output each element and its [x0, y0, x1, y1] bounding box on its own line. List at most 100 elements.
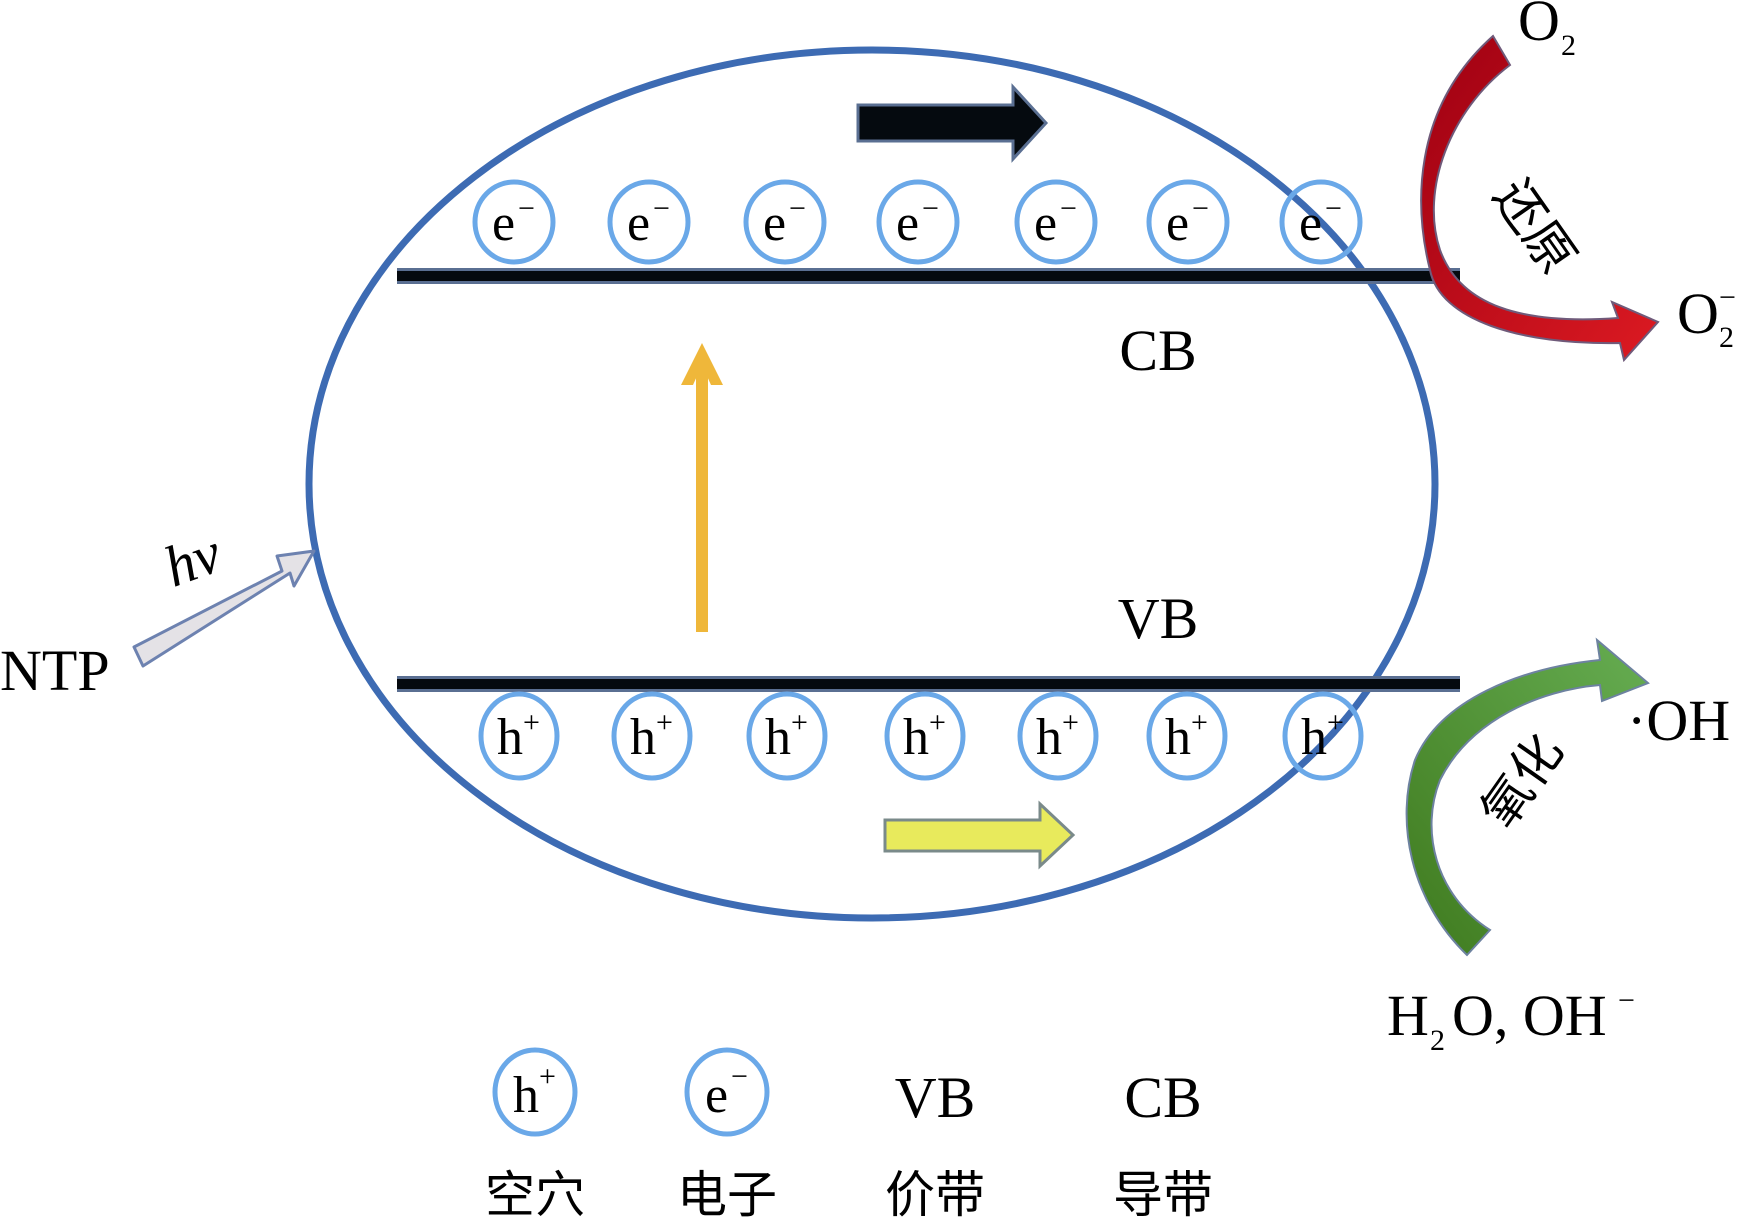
electron-charge: − [789, 192, 806, 225]
hole-charge: + [523, 706, 540, 739]
hole-symbol: h [765, 709, 791, 766]
legend-item: VB 价带 [885, 1065, 985, 1223]
hole-symbol: h [1165, 709, 1191, 766]
hole-flow-arrow [883, 800, 1076, 870]
legend-symbol-charge: + [539, 1060, 556, 1093]
legend: h+空穴 e− 电子 VB 价带 CB 导带 [485, 1047, 1213, 1223]
photon-label: hv [156, 520, 230, 600]
excitation-arrow [681, 343, 723, 632]
electron-row: e−e−e−e−e−e−e− [472, 179, 1363, 265]
svg-text:−: − [1719, 281, 1736, 314]
electron-symbol: e [1034, 195, 1057, 252]
hole: h+ [746, 691, 828, 781]
hole: h+ [1017, 691, 1099, 781]
oxidation-arrow [1405, 637, 1650, 957]
electron-symbol: e [763, 195, 786, 252]
hole: h+ [1146, 691, 1228, 781]
legend-symbol: VB [895, 1065, 976, 1130]
electron-symbol: e [627, 195, 650, 252]
electron: e− [743, 179, 827, 265]
hole-symbol: h [1036, 709, 1062, 766]
hole-symbol: h [497, 709, 523, 766]
source-label: NTP [0, 638, 110, 703]
electron: e− [1279, 179, 1363, 265]
hole: h+ [478, 691, 560, 781]
electron-circle [1279, 179, 1363, 265]
reduction-reactant: O 2 [1518, 0, 1576, 62]
legend-symbol-charge: − [731, 1060, 748, 1093]
electron-circle [472, 179, 556, 265]
hole-charge: + [1191, 706, 1208, 739]
hole-symbol: h [630, 709, 656, 766]
hole-symbol: h [1301, 709, 1327, 766]
hole-charge: + [1327, 706, 1344, 739]
hole-circle [611, 691, 693, 781]
hole-circle [884, 691, 966, 781]
hole: h+ [611, 691, 693, 781]
reduction-arrow [1420, 34, 1660, 363]
hole-charge: + [929, 706, 946, 739]
electron-circle [876, 179, 960, 265]
particle-boundary [305, 46, 1439, 922]
legend-symbol: h [513, 1067, 539, 1124]
legend-symbol-circle [492, 1047, 578, 1137]
electron-symbol: e [1299, 195, 1322, 252]
electron-charge: − [518, 192, 535, 225]
photon-arrow [132, 549, 316, 668]
legend-item: CB 导带 [1113, 1065, 1213, 1223]
svg-text:O: O [1518, 0, 1560, 53]
legend-symbol: e [705, 1067, 728, 1124]
hole-charge: + [1062, 706, 1079, 739]
hole: h+ [884, 691, 966, 781]
valence-band-line [397, 676, 1460, 692]
electron-charge: − [653, 192, 670, 225]
hole-circle [1282, 691, 1364, 781]
hole-circle [1017, 691, 1099, 781]
reduction-label: 还原 [1482, 169, 1587, 284]
electron-circle [1146, 179, 1230, 265]
electron-symbol: e [896, 195, 919, 252]
electron-symbol: e [1166, 195, 1189, 252]
legend-item: h+空穴 [485, 1047, 585, 1223]
electron: e− [876, 179, 960, 265]
hole-symbol: h [903, 709, 929, 766]
legend-item: e− 电子 [677, 1047, 777, 1223]
electron-charge: − [1325, 192, 1342, 225]
conduction-band-line [397, 268, 1460, 284]
legend-meaning: 电子 [677, 1166, 777, 1223]
reduction-product: O 2 − [1677, 281, 1736, 354]
hole-row: h+h+h+h+h+h+h+ [478, 691, 1364, 781]
oxidation-reactant: H 2 O, OH − [1387, 983, 1635, 1057]
hole-charge: + [791, 706, 808, 739]
conduction-band-label: CB [1119, 318, 1196, 383]
hole-circle [746, 691, 828, 781]
electron-charge: − [1192, 192, 1209, 225]
hole-circle [1146, 691, 1228, 781]
electron-symbol: e [492, 195, 515, 252]
svg-text:H: H [1387, 983, 1429, 1048]
legend-symbol-circle [684, 1047, 770, 1137]
hole-circle [478, 691, 560, 781]
electron-charge: − [1060, 192, 1077, 225]
electron: e− [607, 179, 691, 265]
hole-charge: + [656, 706, 673, 739]
electron-circle [1014, 179, 1098, 265]
legend-meaning: 价带 [885, 1166, 985, 1223]
svg-text:O: O [1677, 281, 1719, 346]
legend-symbol: CB [1124, 1065, 1201, 1130]
electron: e− [472, 179, 556, 265]
svg-text:2: 2 [1561, 29, 1576, 62]
valence-band-label: VB [1118, 586, 1199, 651]
svg-text:2: 2 [1430, 1024, 1445, 1057]
electron-circle [743, 179, 827, 265]
legend-meaning: 导带 [1113, 1166, 1213, 1223]
electron-flow-arrow [856, 83, 1049, 163]
svg-text:−: − [1618, 984, 1635, 1017]
electron-circle [607, 179, 691, 265]
svg-text:2: 2 [1719, 321, 1734, 354]
electron-charge: − [922, 192, 939, 225]
svg-text:O, OH: O, OH [1452, 983, 1607, 1048]
hole: h+ [1282, 691, 1364, 781]
oxidation-product: ·OH [1627, 688, 1730, 753]
